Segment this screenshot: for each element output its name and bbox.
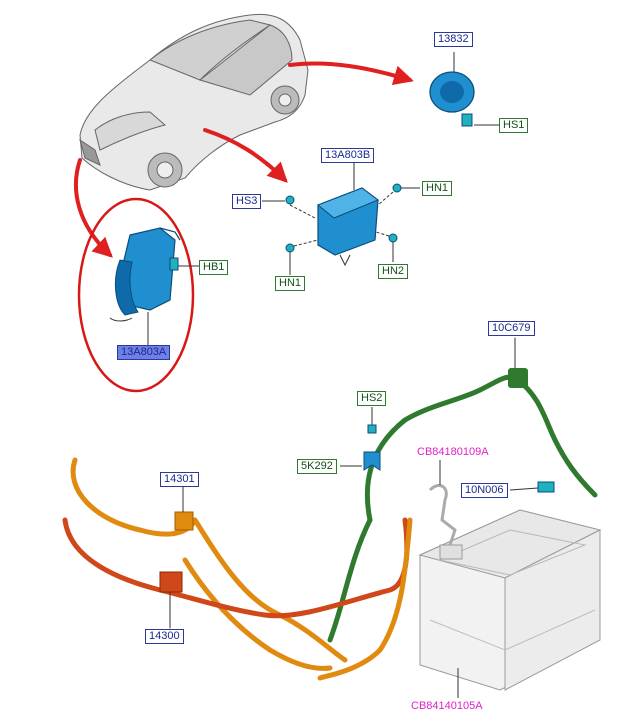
label-10n006: 10N006 bbox=[461, 483, 508, 498]
label-hn1-left: HN1 bbox=[275, 276, 305, 291]
label-5k292: 5K292 bbox=[297, 459, 337, 474]
label-hn1-right: HN1 bbox=[422, 181, 452, 196]
part-13a803a bbox=[110, 228, 200, 346]
harness-14300-14301 bbox=[65, 460, 410, 678]
label-hs2: HS2 bbox=[357, 391, 386, 406]
label-10c679: 10C679 bbox=[488, 321, 535, 336]
label-hs1: HS1 bbox=[499, 118, 528, 133]
part-13832 bbox=[430, 52, 500, 126]
label-hs3: HS3 bbox=[232, 194, 261, 209]
battery-illustration bbox=[420, 510, 600, 690]
label-13a803a: 13A803A bbox=[117, 345, 170, 360]
label-14301: 14301 bbox=[160, 472, 199, 487]
label-13a803b: 13A803B bbox=[321, 148, 374, 163]
label-hb1: HB1 bbox=[199, 260, 228, 275]
label-14300: 14300 bbox=[145, 629, 184, 644]
bracket-cb84180109a bbox=[430, 485, 455, 545]
car-illustration bbox=[80, 14, 308, 190]
label-cb84140105a: CB84140105A bbox=[411, 700, 483, 713]
label-13832: 13832 bbox=[434, 32, 473, 47]
connector-10n006 bbox=[510, 482, 554, 492]
label-cb84180109a: CB84180109A bbox=[417, 446, 489, 459]
clip-5k292 bbox=[340, 407, 380, 470]
label-hn2: HN2 bbox=[378, 264, 408, 279]
